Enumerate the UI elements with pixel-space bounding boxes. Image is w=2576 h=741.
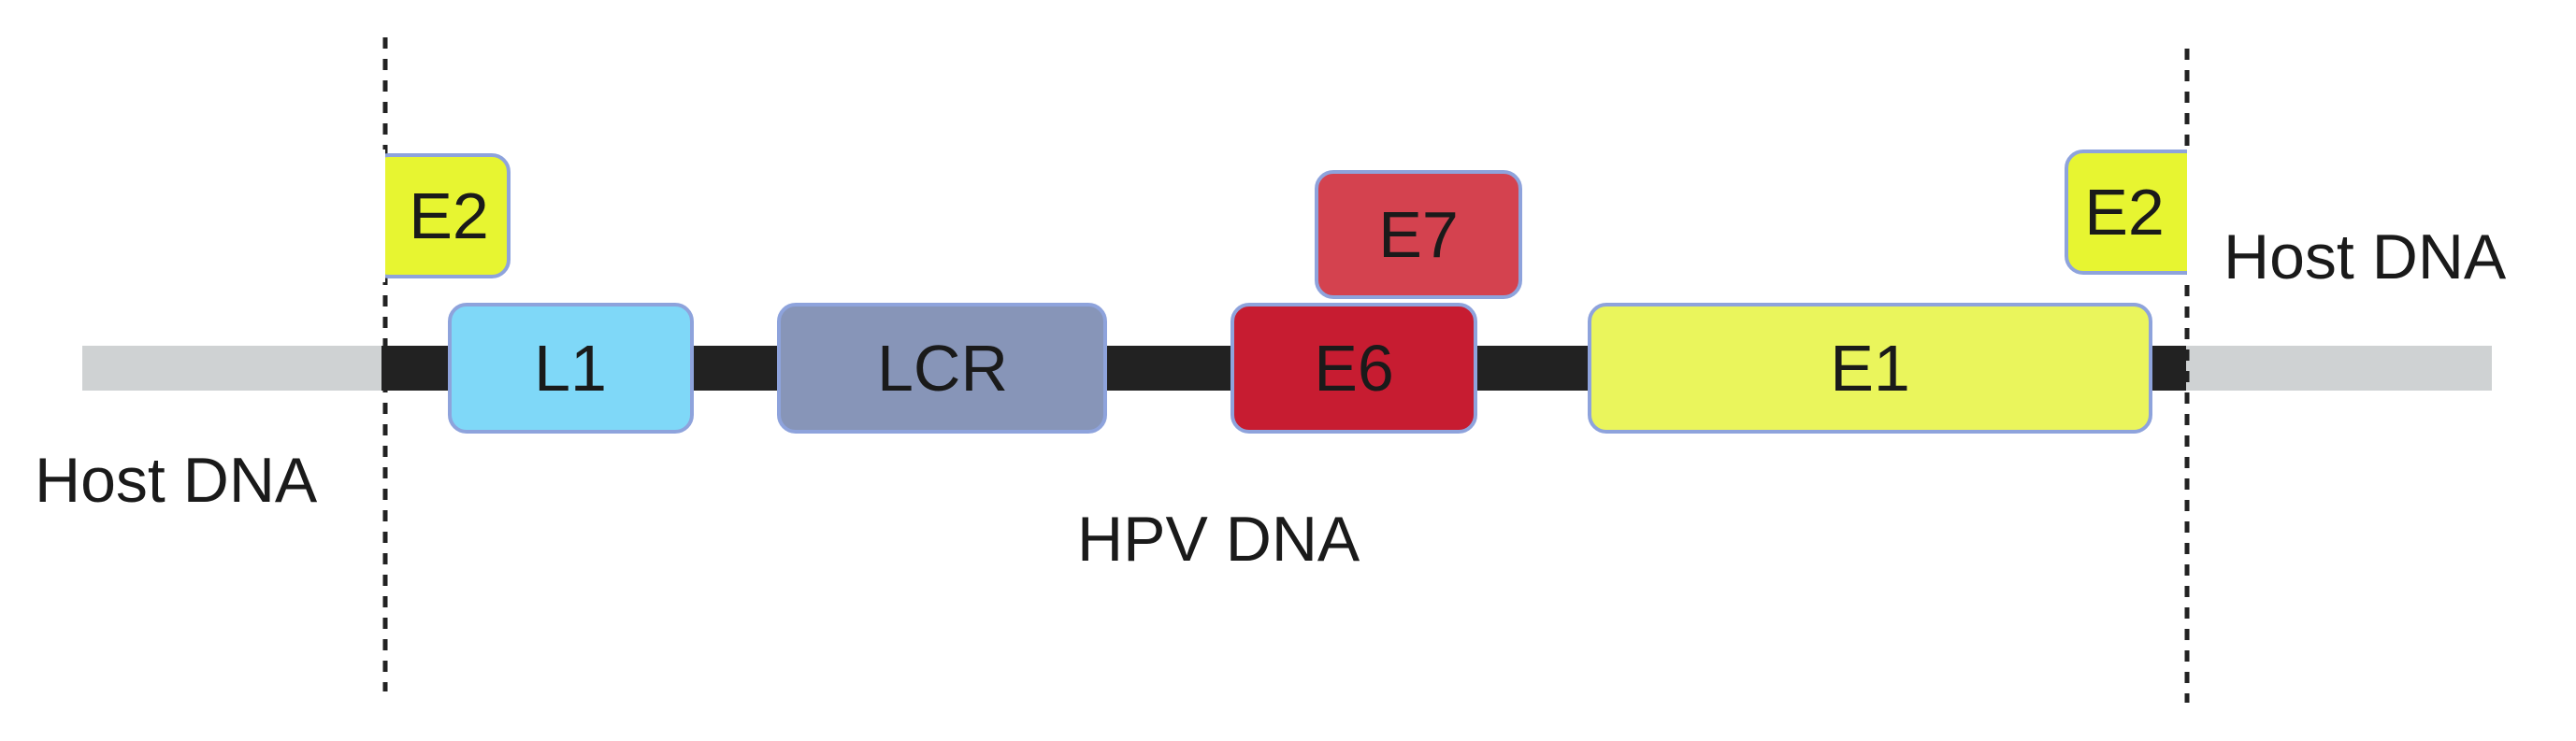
gene-e2-right-clip <box>2187 146 2209 278</box>
hpv-dna-label: HPV DNA <box>1077 504 1360 575</box>
gene-lcr-label: LCR <box>877 332 1008 405</box>
gene-e2-left: E2 <box>367 150 511 282</box>
host-dna-label-right: Host DNA <box>2223 221 2507 292</box>
gene-e6-box <box>1230 303 1477 434</box>
gene-e2-left-clip <box>367 150 385 282</box>
gene-l1-label: L1 <box>534 332 607 405</box>
gene-l1-box <box>448 303 694 434</box>
gene-e2-right-label: E2 <box>2084 176 2165 249</box>
gene-lcr: LCR <box>777 303 1107 434</box>
gene-e6-label: E6 <box>1314 332 1394 405</box>
gene-e2-right: E2 <box>2065 146 2209 278</box>
host-dna-label-left: Host DNA <box>35 445 318 516</box>
gene-e2-left-label: E2 <box>409 179 489 252</box>
host-dna-strand-right <box>2186 346 2492 391</box>
host-dna-strand-left <box>82 346 381 391</box>
gene-lcr-box <box>777 303 1107 434</box>
gene-l1: L1 <box>448 303 694 434</box>
gene-e1-box <box>1588 303 2152 434</box>
gene-e1: E1 <box>1588 303 2152 434</box>
gene-e7: E7 <box>1315 170 1522 299</box>
gene-e7-box <box>1315 170 1522 299</box>
gene-e6: E6 <box>1230 303 1477 434</box>
gene-e7-label: E7 <box>1378 198 1459 271</box>
gene-e1-label: E1 <box>1830 332 1910 405</box>
